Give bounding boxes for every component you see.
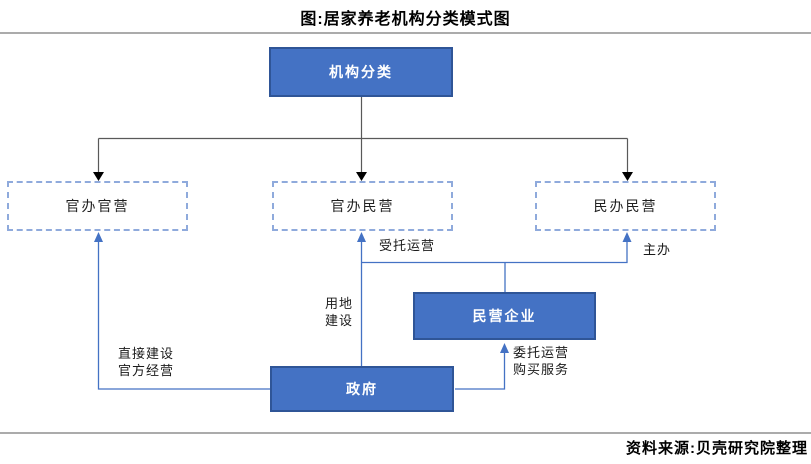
edge-gov-to-enterprise — [455, 352, 506, 390]
node-label: 机构分类 — [329, 64, 393, 80]
node-private-enterprise: 民营企业 — [413, 292, 596, 340]
arrowhead-down-right-icon — [622, 172, 633, 181]
arrowhead-up-enterprise-icon — [500, 343, 509, 353]
node-government: 政府 — [270, 366, 454, 412]
edge-label-line2: 建设 — [324, 313, 353, 328]
edge-label-line1: 委托运营 — [513, 345, 570, 360]
node-label: 官办民营 — [330, 198, 395, 214]
node-label: 民办民营 — [593, 198, 658, 214]
edge-label-land-construction: 用地 建设 — [320, 295, 358, 329]
edge-label-host: 主办 — [643, 241, 671, 258]
node-gov-run-gov-operated: 官办官营 — [7, 181, 188, 231]
edge-label-entrusted-operation: 受托运营 — [379, 237, 435, 254]
node-private-run-private-operated: 民办民营 — [535, 181, 716, 231]
edge-label-line2: 购买服务 — [513, 362, 570, 377]
edge-label-commission-purchase: 委托运营 购买服务 — [513, 344, 569, 378]
arrowhead-down-center-icon — [356, 172, 367, 181]
arrowhead-up-privateprivate-icon — [622, 232, 632, 242]
source-divider — [0, 432, 811, 434]
title-underline — [0, 32, 811, 34]
arrowhead-up-govgov-icon — [94, 232, 103, 242]
node-label: 政府 — [346, 381, 378, 397]
node-gov-run-private-operated: 官办民营 — [272, 181, 453, 231]
source-credit: 资料来源:贝壳研究院整理 — [626, 440, 808, 457]
node-label: 官办官营 — [65, 198, 130, 214]
arrowhead-down-left-icon — [93, 172, 104, 181]
edge-label-text: 受托运营 — [379, 238, 436, 253]
diagram-title: 图:居家养老机构分类模式图 — [300, 11, 511, 28]
edge-label-line2: 官方经营 — [118, 363, 175, 378]
edge-label-line1: 直接建设 — [118, 346, 175, 361]
edge-label-direct-build-official-operate: 直接建设 官方经营 — [118, 345, 174, 379]
edge-label-text: 主办 — [643, 242, 672, 257]
node-label: 民营企业 — [472, 308, 537, 324]
arrowhead-up-govprivate-icon — [357, 232, 366, 242]
edge-label-line1: 用地 — [324, 296, 353, 311]
node-institution-classification: 机构分类 — [269, 47, 453, 97]
